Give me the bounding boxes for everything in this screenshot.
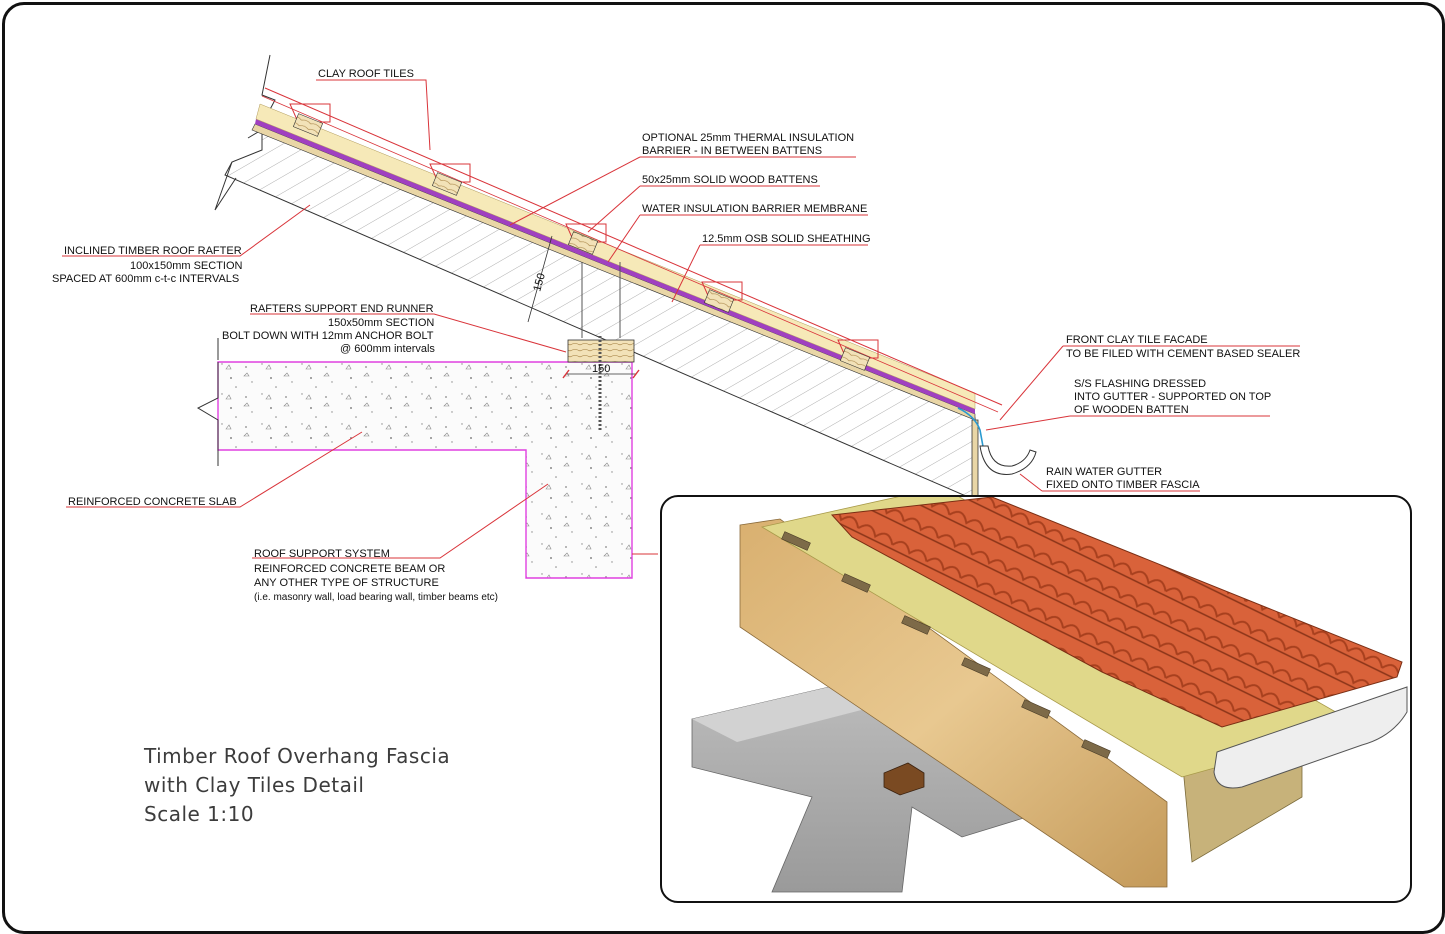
- label-runner-2: 150x50mm SECTION: [328, 317, 434, 329]
- label-insulation-2: BARRIER - IN BETWEEN BATTENS: [642, 145, 822, 157]
- label-support-4: (i.e. masonry wall, load bearing wall, t…: [254, 592, 498, 603]
- flashing: [957, 407, 985, 453]
- break-line-slab: [196, 362, 219, 466]
- label-runner-1: RAFTERS SUPPORT END RUNNER: [250, 303, 434, 315]
- label-runner-3: BOLT DOWN WITH 12mm ANCHOR BOLT: [222, 330, 434, 342]
- clay-tiles-3d: [830, 497, 1403, 728]
- clay-tiles: [289, 103, 879, 359]
- timber-fascia: [971, 419, 979, 501]
- label-rafter-1: INCLINED TIMBER ROOF RAFTER: [64, 245, 242, 257]
- label-gutter-1: RAIN WATER GUTTER: [1046, 466, 1162, 478]
- label-insulation-1: OPTIONAL 25mm THERMAL INSULATION: [642, 132, 854, 144]
- label-facade-1: FRONT CLAY TILE FACADE: [1066, 334, 1208, 346]
- leader-lines: [62, 79, 1300, 559]
- label-rafter-3: SPACED AT 600mm c-t-c INTERVALS: [52, 273, 239, 285]
- label-flashing-1: S/S FLASHING DRESSED: [1074, 378, 1206, 390]
- label-slab: REINFORCED CONCRETE SLAB: [68, 496, 237, 508]
- label-flashing-2: INTO GUTTER - SUPPORTED ON TOP: [1074, 391, 1271, 403]
- roof-3d-render: [691, 497, 1408, 893]
- label-facade-2: TO BE FILED WITH CEMENT BASED SEALER: [1066, 348, 1300, 360]
- label-membrane: WATER INSULATION BARRIER MEMBRANE: [642, 203, 867, 215]
- battens-3d: [781, 531, 1111, 759]
- dim-rafter-depth: 150: [531, 272, 548, 293]
- end-runner: [567, 339, 635, 363]
- concrete-slab: [217, 361, 633, 579]
- runner-3d: [883, 762, 925, 796]
- 3d-render-inset: [660, 495, 1412, 903]
- label-support-3: ANY OTHER TYPE OF STRUCTURE: [254, 577, 439, 589]
- label-osb: 12.5mm OSB SOLID SHEATHING: [702, 233, 871, 245]
- label-support-1: ROOF SUPPORT SYSTEM: [254, 548, 390, 560]
- title-scale: Scale 1:10: [144, 802, 255, 826]
- gutter: [979, 445, 1037, 475]
- membrane-layer: [255, 119, 975, 414]
- label-runner-4: @ 600mm intervals: [340, 343, 435, 355]
- title-line-2: with Clay Tiles Detail: [144, 773, 365, 797]
- wood-battens: [292, 113, 871, 371]
- label-clay-tiles: CLAY ROOF TILES: [318, 68, 414, 80]
- title-line-1: Timber Roof Overhang Fascia: [144, 744, 451, 768]
- label-support-2: REINFORCED CONCRETE BEAM OR: [254, 563, 445, 575]
- dim-runner-width: 150: [592, 363, 610, 375]
- break-line-rafter: [247, 54, 276, 139]
- label-flashing-3: OF WOODEN BATTEN: [1074, 404, 1189, 416]
- label-battens: 50x25mm SOLID WOOD BATTENS: [642, 174, 818, 186]
- tile-line: [264, 87, 1003, 406]
- rafter-3d: [739, 518, 1168, 888]
- gutter-3d: [1213, 686, 1408, 789]
- label-gutter-2: FIXED ONTO TIMBER FASCIA: [1046, 479, 1200, 491]
- drawing-title: Timber Roof Overhang Fascia with Clay Ti…: [144, 742, 450, 829]
- label-rafter-2: 100x150mm SECTION: [130, 260, 243, 272]
